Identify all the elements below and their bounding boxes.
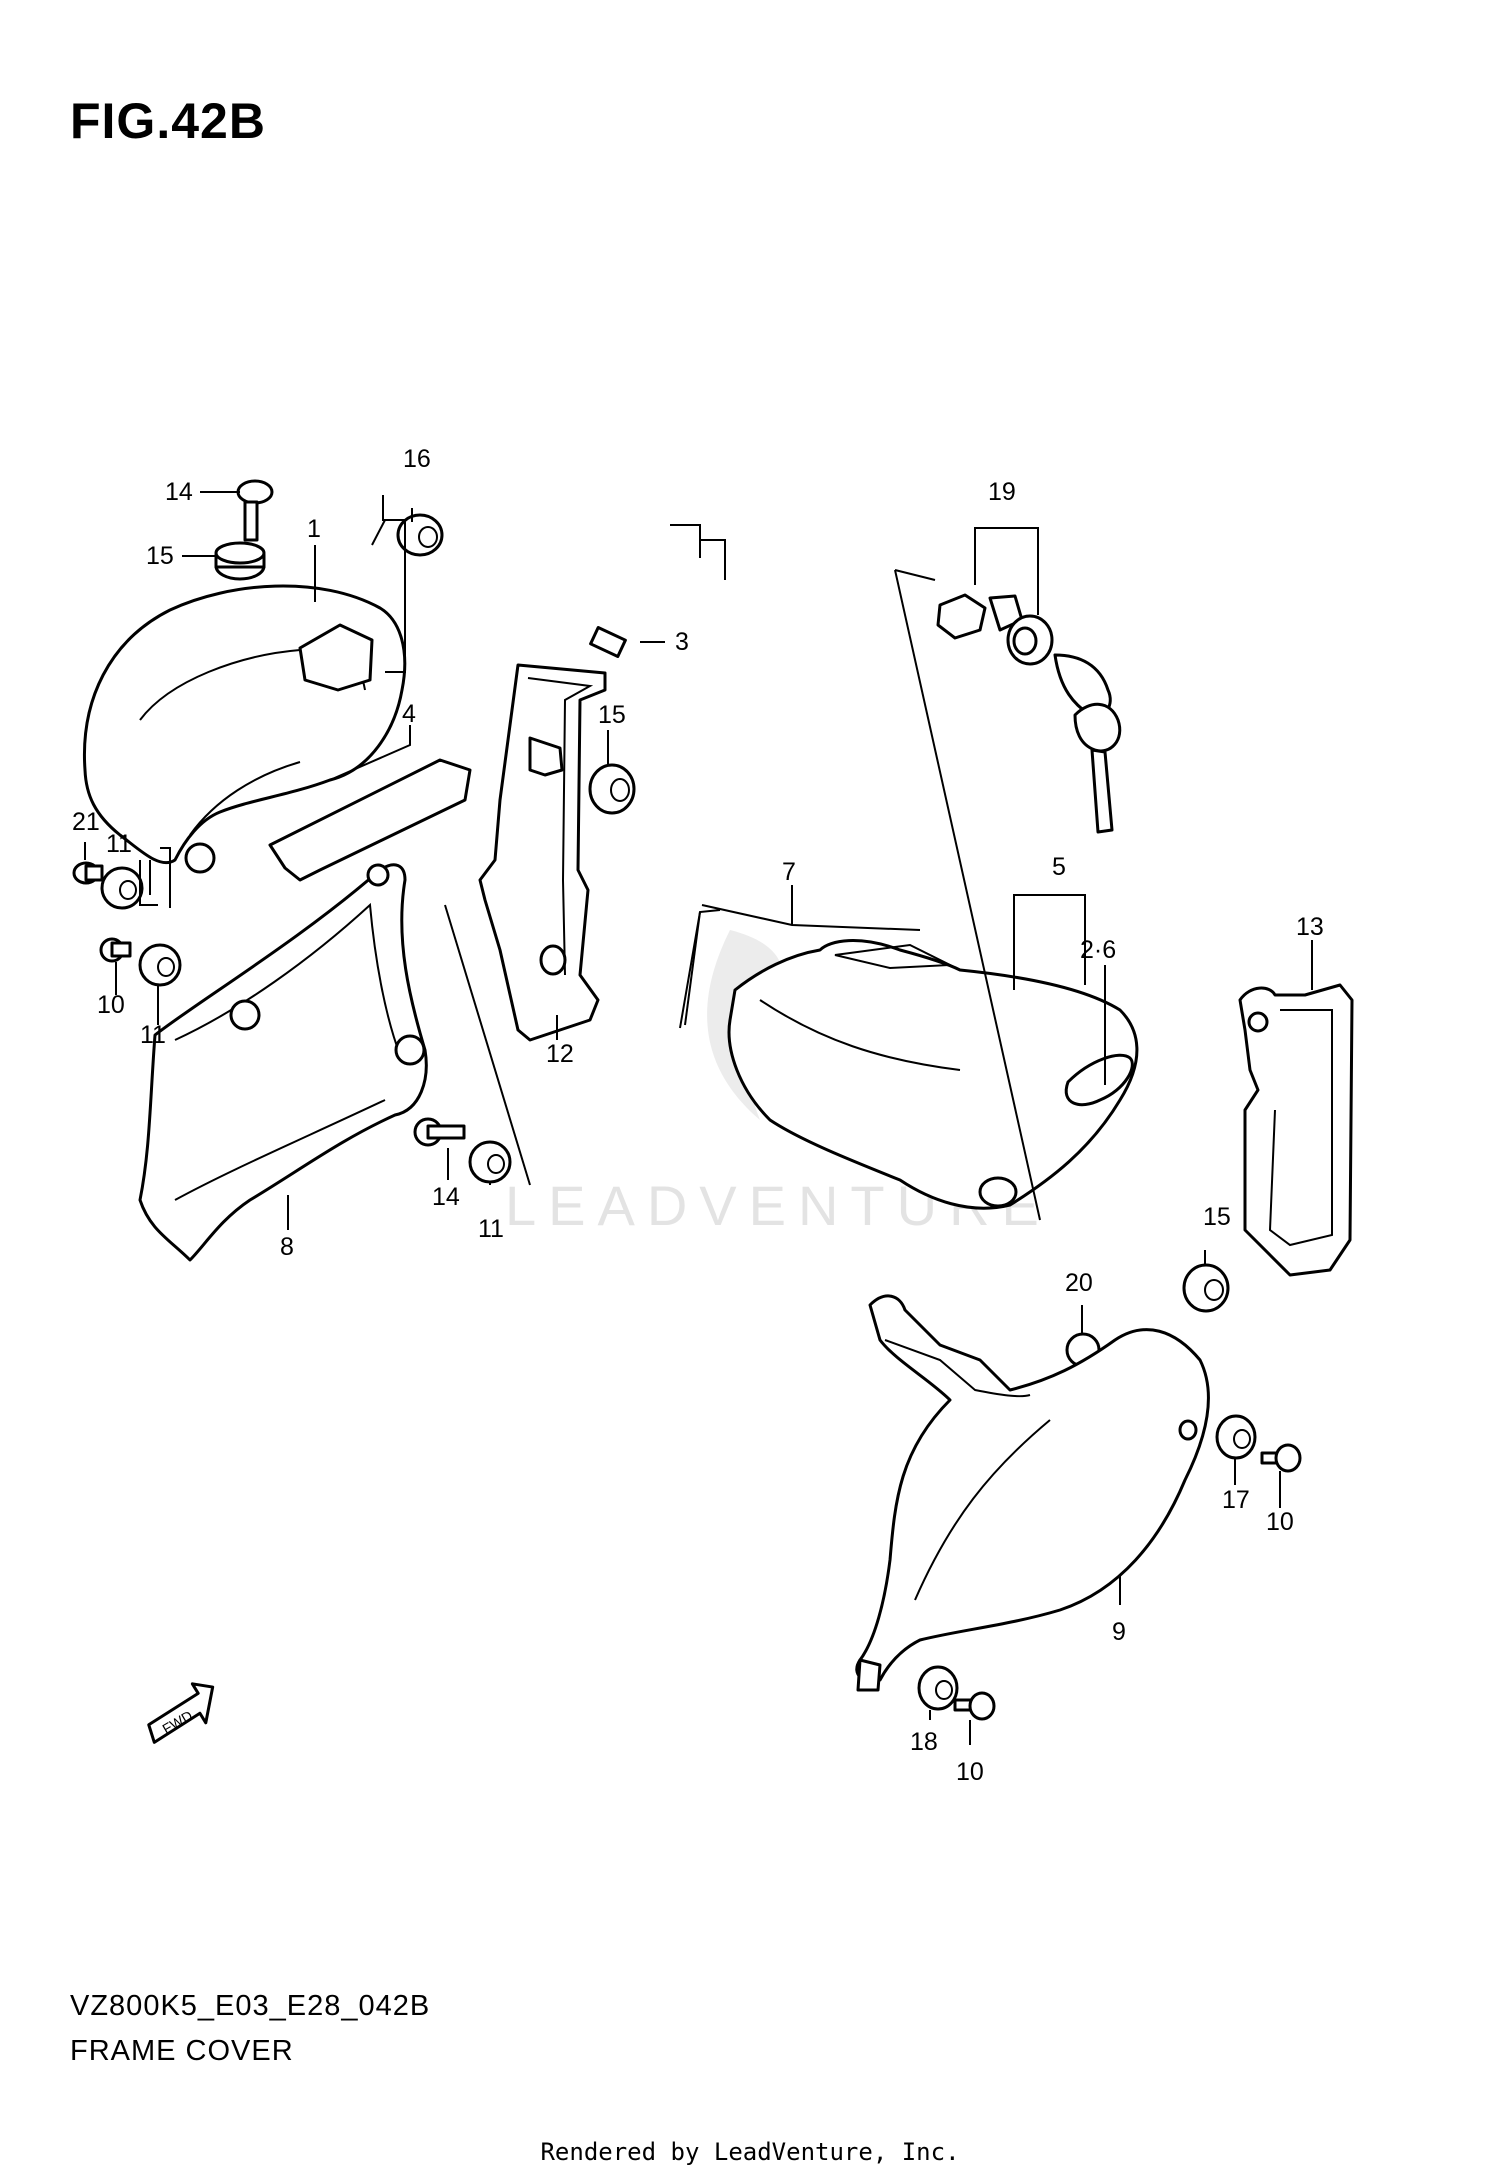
part-10-screw-bottom — [953, 1691, 996, 1721]
callout-11: 11 — [140, 1021, 166, 1049]
callout-17: 17 — [1222, 1486, 1250, 1514]
part-15-grommet-middle — [588, 763, 636, 815]
part-13-side-bracket — [1238, 983, 1354, 1277]
callout-16: 16 — [403, 445, 431, 473]
part-15-grommet-right — [1182, 1263, 1230, 1313]
part-14-bolt-lower — [413, 1117, 466, 1147]
callout-14: 14 — [165, 478, 193, 506]
callout-2-6: 2·6 — [1080, 936, 1116, 964]
callout-15: 15 — [1203, 1203, 1231, 1231]
callout-21: 21 — [72, 808, 100, 836]
callout-8: 8 — [280, 1233, 294, 1261]
part-19-lock-set — [936, 593, 1122, 834]
callout-5: 5 — [1052, 853, 1066, 881]
part-4-bracket — [268, 758, 472, 882]
callout-15: 15 — [146, 542, 174, 570]
part-15-grommet-top — [214, 541, 266, 581]
part-14-bolt-top — [236, 479, 274, 542]
part-16-grommet — [396, 513, 444, 557]
leader-lines — [84, 491, 1313, 1745]
callout-19: 19 — [988, 478, 1016, 506]
part-10-screw-left — [99, 937, 132, 963]
part-1-upper-frame-cover — [82, 584, 407, 874]
callout-15: 15 — [598, 701, 626, 729]
callout-7: 7 — [782, 858, 796, 886]
callout-10: 10 — [97, 991, 125, 1019]
callout-10: 10 — [1266, 1508, 1294, 1536]
callout-13: 13 — [1296, 913, 1324, 941]
part-11-grommet-left-b — [138, 943, 182, 987]
callout-1: 1 — [307, 515, 321, 543]
forward-direction-arrow-icon: FWD — [147, 1682, 215, 1744]
callout-20: 20 — [1065, 1269, 1093, 1297]
part-11-grommet-left-a — [100, 866, 144, 910]
callout-11: 11 — [106, 830, 132, 858]
footer-credit: Rendered by LeadVenture, Inc. — [540, 2138, 960, 2166]
part-17-grommet — [1215, 1414, 1257, 1460]
callout-18: 18 — [910, 1728, 938, 1756]
part-8-lower-frame-cover — [138, 863, 428, 1262]
callout-12: 12 — [546, 1040, 574, 1068]
callout-10: 10 — [956, 1758, 984, 1786]
figure-title: FIG.42B — [70, 93, 266, 149]
callout-9: 9 — [1112, 1618, 1126, 1646]
part-9-lower-right-frame-cover — [855, 1294, 1210, 1692]
callout-4: 4 — [402, 700, 416, 728]
model-code: VZ800K5_E03_E28_042B — [70, 1990, 431, 2022]
part-5-right-frame-cover — [727, 939, 1139, 1210]
section-title: FRAME COVER — [70, 2035, 294, 2067]
callout-11: 11 — [478, 1215, 504, 1243]
part-12-vertical-bracket — [478, 663, 607, 1042]
part-11-grommet-lower — [468, 1140, 512, 1184]
callout-14: 14 — [432, 1183, 460, 1211]
part-10-screw-right — [1260, 1443, 1302, 1473]
callout-3: 3 — [675, 628, 689, 656]
part-18-grommet — [917, 1665, 959, 1711]
part-3-spacer — [589, 626, 627, 658]
part-21-screw — [72, 861, 104, 885]
callout-numbers: 14 15 1 16 3 4 15 21 11 10 11 12 14 11 8… — [72, 445, 1324, 1786]
